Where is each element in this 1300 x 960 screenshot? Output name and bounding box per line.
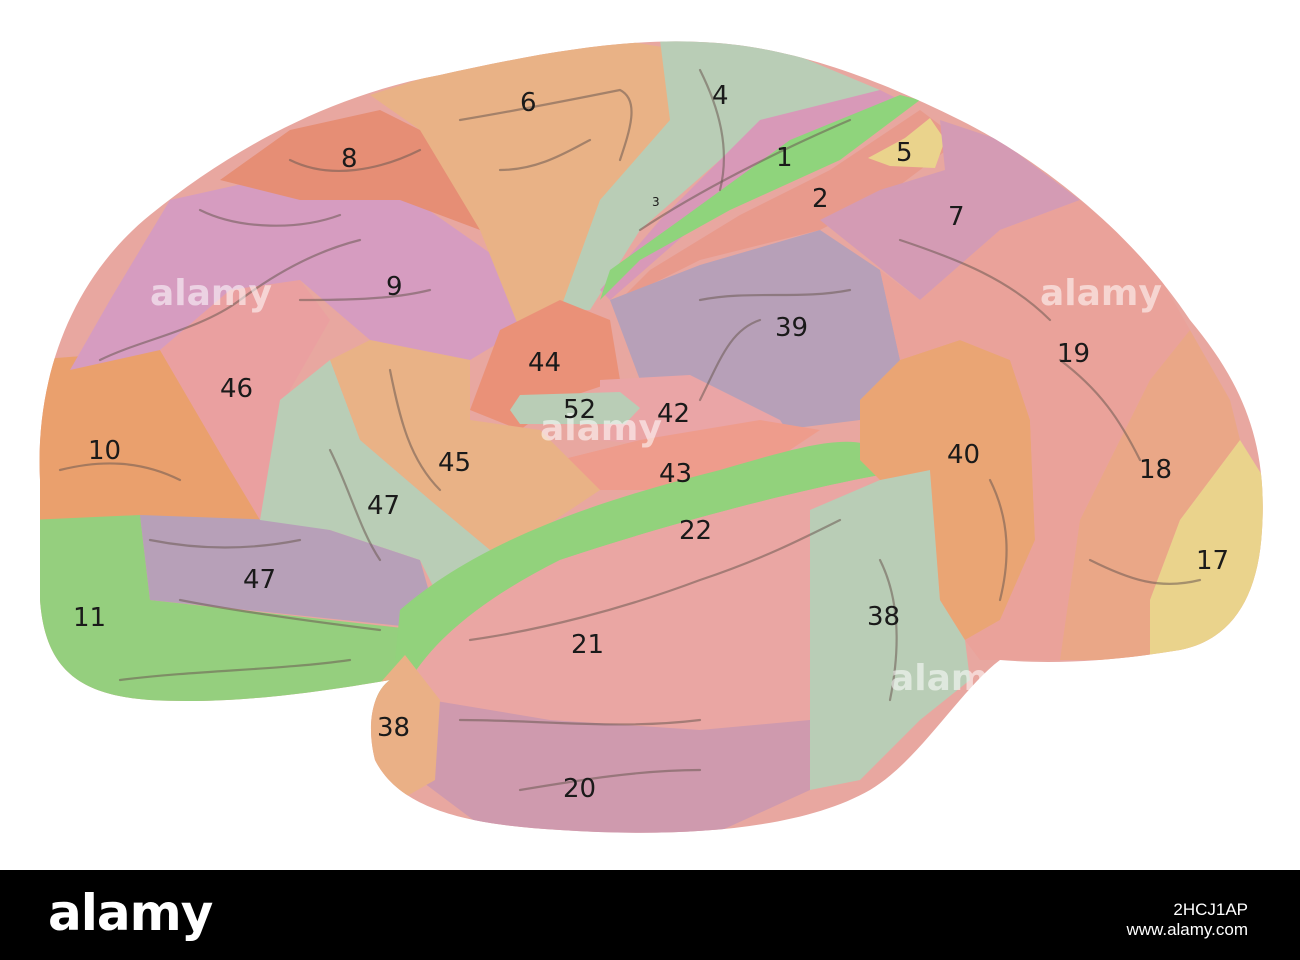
region-18 <box>1060 330 1240 660</box>
region-1 <box>600 95 920 300</box>
region-47 <box>140 515 440 630</box>
region-4 <box>560 41 880 310</box>
watermark-left: alamy <box>150 273 272 314</box>
label-area-43: 44 <box>528 348 561 378</box>
label-area-3: 3 <box>652 195 660 209</box>
label-area-47: 47 <box>243 565 276 595</box>
region-37 <box>810 470 970 790</box>
label-area-40: 39 <box>775 313 808 343</box>
label-area-20: 20 <box>563 774 596 804</box>
watermark-right: alamy <box>1040 273 1162 314</box>
region-39 <box>860 340 1035 640</box>
region-20 <box>420 700 810 833</box>
label-area-9: 9 <box>386 272 403 302</box>
watermark-bottom: alamy <box>890 658 1012 699</box>
footer-image-info: 2HCJ1AP www.alamy.com <box>1126 900 1248 940</box>
region-43 <box>470 300 620 430</box>
region-21 <box>410 475 880 730</box>
area-labels: 6 4 8 1 5 3 2 7 9 39 19 44 46 52 42 10 4… <box>73 81 1229 804</box>
region-52 <box>510 392 640 424</box>
region-9 <box>70 180 520 370</box>
region-5 <box>868 118 945 168</box>
label-area-2: 2 <box>812 184 829 214</box>
label-area-44: 45 <box>438 448 471 478</box>
footer-site: www.alamy.com <box>1126 920 1248 939</box>
footer-logo: alamy <box>48 884 213 942</box>
region-6 <box>370 41 680 330</box>
label-area-52: 52 <box>563 395 596 425</box>
label-area-18: 18 <box>1139 455 1172 485</box>
region-45 <box>260 360 490 600</box>
region-42 <box>560 420 820 490</box>
label-area-17: 17 <box>1196 546 1229 576</box>
region-11 <box>39 515 420 710</box>
region-7 <box>820 100 1080 300</box>
label-area-38: 38 <box>377 713 410 743</box>
label-area-19: 19 <box>1057 339 1090 369</box>
label-area-4: 4 <box>712 81 729 111</box>
label-area-22: 22 <box>679 516 712 546</box>
region-44 <box>330 340 600 550</box>
region-17 <box>1150 440 1263 660</box>
sulci <box>58 68 1202 792</box>
label-area-8: 8 <box>341 144 358 174</box>
brain-diagram: alamy alamy alamy alamy 6 4 8 1 5 3 2 7 … <box>39 41 1263 833</box>
footer-image-id: 2HCJ1AP <box>1173 900 1248 919</box>
stock-footer: alamy 2HCJ1AP www.alamy.com <box>0 870 1300 960</box>
label-area-21: 21 <box>571 630 604 660</box>
label-area-1: 1 <box>776 143 793 173</box>
label-area-46: 46 <box>220 374 253 404</box>
label-area-42: 43 <box>659 459 692 489</box>
brain-lateral-view: alamy alamy alamy alamy 6 4 8 1 5 3 2 7 … <box>39 41 1263 833</box>
region-22 <box>395 441 880 680</box>
label-area-6: 6 <box>520 88 537 118</box>
label-area-7: 7 <box>948 202 965 232</box>
label-area-10: 10 <box>88 436 121 466</box>
watermark-center: alamy <box>540 408 662 449</box>
label-area-37: 38 <box>867 602 900 632</box>
label-area-5: 5 <box>896 138 913 168</box>
label-area-41: 42 <box>657 399 690 429</box>
region-38 <box>365 655 440 800</box>
watermark: alamy alamy alamy alamy <box>150 273 1162 699</box>
label-area-45: 47 <box>367 491 400 521</box>
label-area-39: 40 <box>947 440 980 470</box>
label-area-11: 11 <box>73 603 106 633</box>
region-46 <box>160 280 330 520</box>
region-19 <box>880 200 1190 660</box>
region-10 <box>39 350 280 520</box>
